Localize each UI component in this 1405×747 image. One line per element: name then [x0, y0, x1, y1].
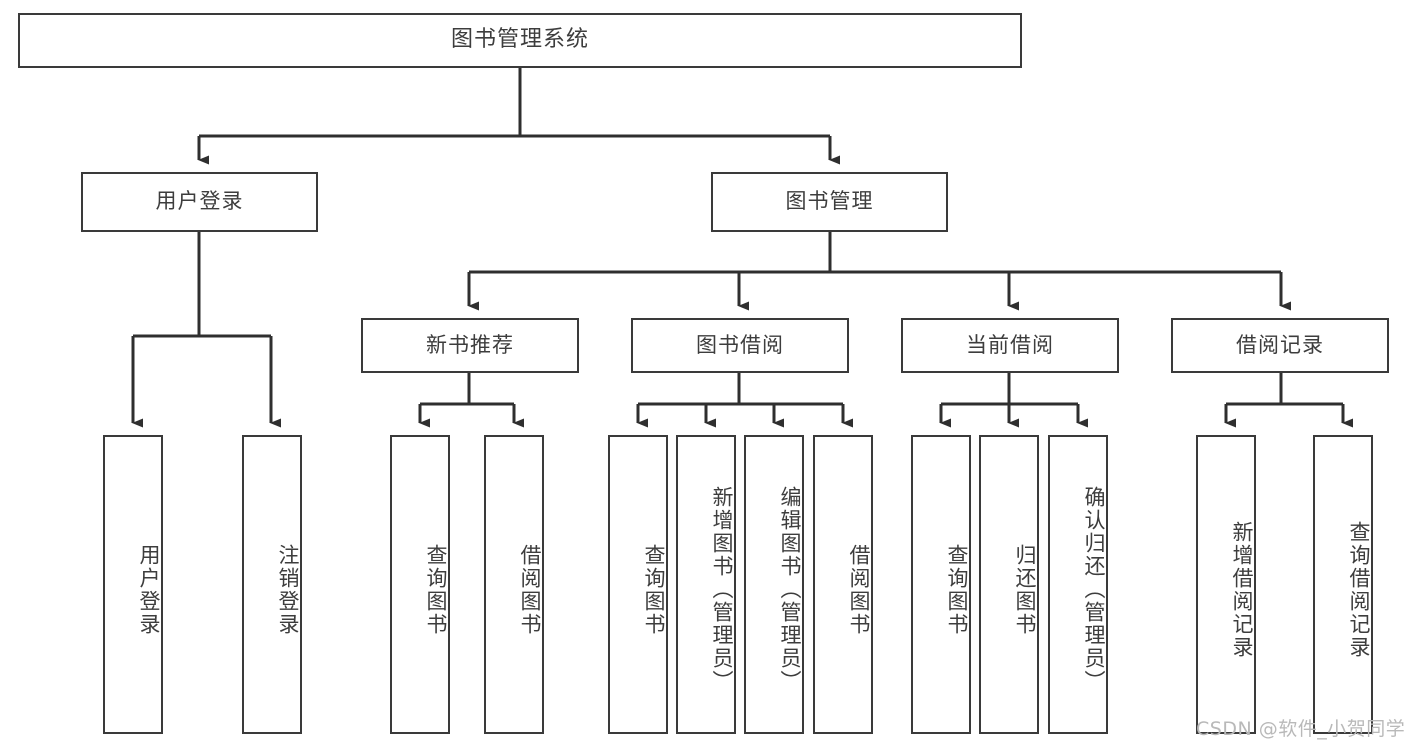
leaf-query-book-current[interactable]: 查询图书 — [911, 435, 971, 734]
leaf-query-book-current-label: 查询图书 — [945, 543, 969, 636]
node-book-borrow-label: 图书借阅 — [696, 332, 784, 357]
leaf-query-borrow-record[interactable]: 查询借阅记录 — [1313, 435, 1373, 734]
node-current-borrow[interactable]: 当前借阅 — [901, 318, 1119, 373]
leaf-return-book[interactable]: 归还图书 — [979, 435, 1039, 734]
node-root-system[interactable]: 图书管理系统 — [18, 13, 1022, 68]
leaf-query-borrow-record-label: 查询借阅记录 — [1347, 520, 1371, 659]
leaf-confirm-return-admin[interactable]: 确认归还（管理员） — [1048, 435, 1108, 734]
node-book-manage-label: 图书管理 — [785, 189, 874, 214]
node-borrow-record[interactable]: 借阅记录 — [1171, 318, 1389, 373]
leaf-query-book-recommend-label: 查询图书 — [424, 543, 448, 636]
node-root-label: 图书管理系统 — [450, 27, 589, 53]
leaf-logout-label: 注销登录 — [276, 543, 300, 636]
leaf-query-book-recommend[interactable]: 查询图书 — [390, 435, 450, 734]
leaf-borrow-book[interactable]: 借阅图书 — [813, 435, 873, 734]
leaf-borrow-book-recommend-label: 借阅图书 — [518, 543, 542, 636]
csdn-watermark: CSDN @软件_小贺同学 — [1196, 718, 1405, 740]
node-user-login-label: 用户登录 — [155, 189, 244, 214]
leaf-borrow-book-recommend[interactable]: 借阅图书 — [484, 435, 544, 734]
node-book-borrow[interactable]: 图书借阅 — [631, 318, 849, 373]
node-user-login[interactable]: 用户登录 — [81, 172, 318, 232]
leaf-add-book-admin-label: 新增图书（管理员） — [710, 486, 734, 693]
node-new-book-recommend-label: 新书推荐 — [426, 332, 514, 357]
leaf-return-book-label: 归还图书 — [1013, 543, 1037, 636]
leaf-query-book-borrow-label: 查询图书 — [642, 543, 666, 636]
leaf-edit-book-admin[interactable]: 编辑图书（管理员） — [744, 435, 804, 734]
leaf-borrow-book-label: 借阅图书 — [847, 543, 871, 636]
leaf-add-borrow-record-label: 新增借阅记录 — [1230, 520, 1254, 659]
leaf-query-book-borrow[interactable]: 查询图书 — [608, 435, 668, 734]
leaf-user-login[interactable]: 用户登录 — [103, 435, 163, 734]
leaf-logout[interactable]: 注销登录 — [242, 435, 302, 734]
node-borrow-record-label: 借阅记录 — [1236, 332, 1324, 357]
node-current-borrow-label: 当前借阅 — [966, 332, 1054, 357]
leaf-user-login-label: 用户登录 — [137, 543, 161, 636]
leaf-edit-book-admin-label: 编辑图书（管理员） — [778, 486, 802, 693]
leaf-confirm-return-admin-label: 确认归还（管理员） — [1082, 486, 1106, 693]
leaf-add-borrow-record[interactable]: 新增借阅记录 — [1196, 435, 1256, 734]
node-book-manage[interactable]: 图书管理 — [711, 172, 948, 232]
node-new-book-recommend[interactable]: 新书推荐 — [361, 318, 579, 373]
leaf-add-book-admin[interactable]: 新增图书（管理员） — [676, 435, 736, 734]
